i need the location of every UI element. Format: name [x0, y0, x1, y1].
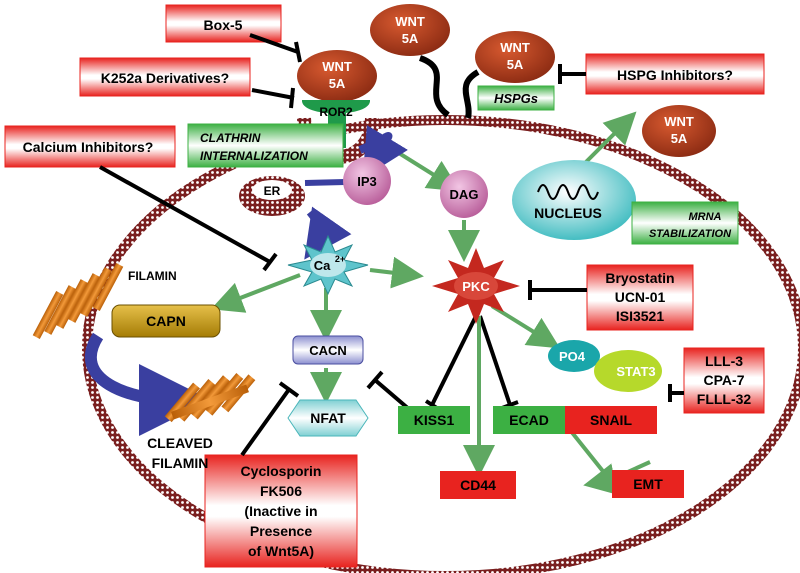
capn-node: CAPN: [111, 304, 221, 338]
pkc-node: PKC: [432, 248, 520, 324]
er-node: ER: [239, 176, 305, 216]
emt-node: EMT: [612, 470, 684, 498]
svg-text:FK506: FK506: [260, 483, 302, 499]
svg-text:Box-5: Box-5: [204, 17, 243, 33]
hspg-inhibitor: HSPG Inhibitors?: [585, 53, 765, 95]
svg-text:FILAMIN: FILAMIN: [128, 269, 177, 283]
svg-text:HSPGs: HSPGs: [494, 91, 538, 106]
calcium-inhibitor: Calcium Inhibitors?: [4, 125, 176, 168]
hspg-chain-right: [462, 69, 480, 119]
svg-text:Ca: Ca: [314, 258, 331, 273]
dag-node: DAG: [440, 170, 488, 218]
bryostatin-inhibitor: Bryostatin UCN-01 ISI3521: [586, 264, 694, 331]
ip3-node: IP3: [343, 157, 391, 205]
svg-text:Presence: Presence: [250, 523, 312, 539]
svg-text:CACN: CACN: [309, 343, 347, 358]
svg-text:5A: 5A: [507, 57, 524, 72]
svg-text:CAPN: CAPN: [146, 313, 186, 329]
nucleus-node: NUCLEUS: [512, 160, 636, 240]
nfat-node: NFAT: [287, 399, 369, 437]
svg-text:NUCLEUS: NUCLEUS: [534, 205, 602, 221]
svg-text:UCN-01: UCN-01: [615, 289, 666, 305]
capn-to-cleaved-arrow: [84, 332, 211, 436]
svg-text:MRNA: MRNA: [689, 211, 722, 223]
er-to-calcium-arrow: [304, 206, 352, 260]
svg-text:K252a Derivatives?: K252a Derivatives?: [101, 70, 229, 86]
svg-text:FLLL-32: FLLL-32: [697, 391, 752, 407]
stat3-node: STAT3: [594, 350, 662, 392]
calcium-node: Ca 2+: [287, 234, 369, 296]
svg-text:STABILIZATION: STABILIZATION: [649, 228, 732, 240]
svg-text:STAT3: STAT3: [616, 364, 655, 379]
wnt5a-ror2: WNT 5A: [297, 50, 377, 102]
mrna-stabilization-label: MRNA STABILIZATION: [631, 201, 739, 245]
svg-text:CD44: CD44: [460, 477, 496, 493]
svg-text:(Inactive in: (Inactive in: [244, 503, 317, 519]
wnt5a-right: WNT 5A: [642, 105, 716, 157]
wnt5a-hspg: WNT 5A: [475, 31, 555, 83]
svg-text:WNT: WNT: [322, 59, 352, 74]
svg-text:ISI3521: ISI3521: [616, 308, 664, 324]
svg-text:EMT: EMT: [633, 476, 663, 492]
wnt5a-top: WNT 5A: [370, 4, 450, 56]
svg-text:ECAD: ECAD: [509, 412, 549, 428]
svg-text:ER: ER: [264, 184, 281, 198]
svg-text:2+: 2+: [335, 254, 345, 264]
svg-text:CLATHRIN: CLATHRIN: [200, 131, 261, 145]
svg-text:WNT: WNT: [395, 14, 425, 29]
box5-inhibitor: Box-5: [165, 4, 282, 43]
svg-text:HSPG Inhibitors?: HSPG Inhibitors?: [617, 67, 733, 83]
svg-text:5A: 5A: [671, 131, 688, 146]
svg-text:IP3: IP3: [357, 174, 377, 189]
ror2-to-ip3-arrow: [358, 125, 408, 179]
svg-text:ROR2: ROR2: [319, 105, 353, 119]
svg-text:PKC: PKC: [462, 279, 490, 294]
svg-text:SNAIL: SNAIL: [590, 412, 632, 428]
svg-text:PO4: PO4: [559, 349, 586, 364]
inhibition-lines: [99, 33, 684, 457]
svg-text:LLL-3: LLL-3: [705, 353, 743, 369]
clathrin-label: CLATHRIN INTERNALIZATION: [187, 123, 344, 168]
cyclosporin-inhibitor: Cyclosporin FK506 (Inactive in Presence …: [204, 454, 358, 568]
k252a-inhibitor: K252a Derivatives?: [79, 57, 251, 97]
ip3-to-er-arrow: [304, 179, 346, 186]
svg-text:DAG: DAG: [450, 187, 479, 202]
svg-text:NFAT: NFAT: [310, 410, 346, 426]
hspgs-label: HSPGs: [477, 85, 555, 111]
filamin-bundle: FILAMIN: [32, 263, 177, 339]
snail-node: SNAIL: [565, 406, 657, 434]
svg-text:KISS1: KISS1: [414, 412, 455, 428]
cleaved-filamin: CLEAVED FILAMIN: [147, 373, 256, 471]
svg-text:5A: 5A: [329, 76, 346, 91]
svg-text:of Wnt5A): of Wnt5A): [248, 543, 314, 559]
cd44-node: CD44: [440, 471, 516, 499]
cacn-node: CACN: [292, 335, 364, 365]
svg-text:WNT: WNT: [664, 114, 694, 129]
svg-text:WNT: WNT: [500, 40, 530, 55]
svg-text:CPA-7: CPA-7: [704, 372, 745, 388]
svg-text:5A: 5A: [402, 31, 419, 46]
svg-text:Bryostatin: Bryostatin: [605, 270, 674, 286]
svg-text:FILAMIN: FILAMIN: [152, 455, 209, 471]
svg-text:CLEAVED: CLEAVED: [147, 435, 213, 451]
svg-text:Cyclosporin: Cyclosporin: [241, 463, 322, 479]
hspg-chain-left: [418, 55, 450, 118]
stat3-inhibitor: LLL-3 CPA-7 FLLL-32: [683, 347, 765, 414]
po4-node: PO4: [548, 340, 600, 372]
svg-text:Calcium Inhibitors?: Calcium Inhibitors?: [23, 139, 154, 155]
ecad-node: ECAD: [493, 406, 565, 434]
kiss1-node: KISS1: [398, 406, 470, 434]
svg-text:INTERNALIZATION: INTERNALIZATION: [200, 149, 308, 163]
